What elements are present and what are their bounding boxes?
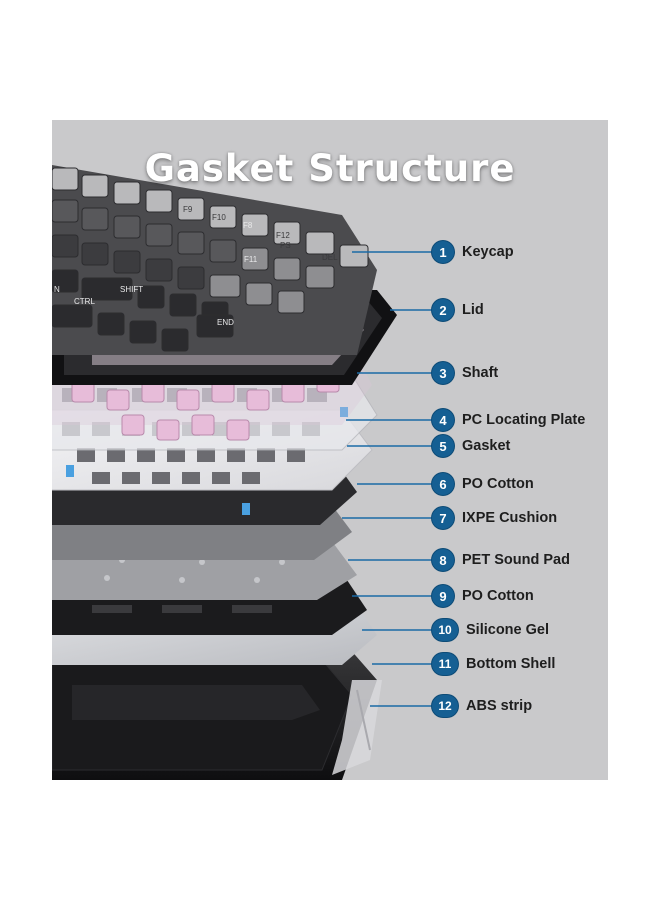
callout-number-badge: 9	[432, 585, 454, 607]
callout-number-badge: 7	[432, 507, 454, 529]
gasket-piece	[66, 465, 74, 477]
callout-label: Keycap	[462, 244, 514, 260]
callout-label: Silicone Gel	[466, 622, 549, 638]
callout-label: ABS strip	[466, 698, 533, 714]
callout-pet-sound-pad: 8 PET Sound Pad	[432, 548, 570, 572]
callout-label: Bottom Shell	[466, 656, 556, 672]
diagram-panel: F8 F9 F10 F11 F12 PS DEL SHIFT CTRL END …	[52, 120, 608, 780]
callout-gasket: 5 Gasket	[432, 434, 510, 458]
keycap-layer: F8 F9 F10 F11 F12 PS DEL SHIFT CTRL END …	[52, 165, 377, 355]
callout-number-badge: 3	[432, 362, 454, 384]
callout-silicone-gel: 10 Silicone Gel	[432, 618, 549, 642]
callout-label: PC Locating Plate	[462, 412, 586, 428]
abs-strip-edge	[356, 689, 371, 751]
keycap-legend: F8	[243, 221, 253, 230]
callout-number-badge: 12	[432, 695, 458, 717]
callout-number-badge: 6	[432, 473, 454, 495]
leader-lines	[342, 251, 432, 707]
callout-label: PET Sound Pad	[462, 552, 570, 568]
callout-number-badge: 4	[432, 409, 454, 431]
keycap-legend: N	[54, 285, 60, 294]
callout-label: IXPE Cushion	[462, 510, 558, 526]
keycap-legend: DEL	[322, 253, 338, 262]
callout-ixpe-cushion: 7 IXPE Cushion	[432, 506, 557, 530]
callout-label: Shaft	[462, 365, 499, 381]
keycap-legend: F12	[276, 231, 290, 240]
callout-keycap: 1 Keycap	[432, 240, 514, 264]
keycap-legend: END	[217, 318, 234, 327]
callout-pc-locating-plate: 4 PC Locating Plate	[432, 408, 585, 432]
keycap-legend: CTRL	[74, 297, 95, 306]
callout-label: Gasket	[462, 438, 511, 454]
abs-strip	[332, 680, 382, 775]
callout-label: PO Cotton	[462, 476, 534, 492]
keycap-legend: F11	[244, 255, 258, 264]
callout-po-cotton: 6 PO Cotton	[432, 472, 534, 496]
callout-number-badge: 1	[432, 241, 454, 263]
callout-label: PO Cotton	[462, 588, 534, 604]
callout-shaft: 3 Shaft	[432, 361, 498, 385]
page-title: Gasket Structure	[144, 147, 516, 190]
callout-po-cotton-2: 9 PO Cotton	[432, 584, 534, 608]
callout-label: Lid	[462, 302, 484, 318]
gasket-piece	[242, 503, 250, 515]
callout-number-badge: 8	[432, 549, 454, 571]
exploded-keyboard-illustration: F8 F9 F10 F11 F12 PS DEL SHIFT CTRL END …	[52, 165, 432, 780]
callout-abs-strip: 12 ABS strip	[432, 694, 532, 718]
callout-lid: 2 Lid	[432, 298, 484, 322]
bottom-shell-layer	[52, 640, 382, 780]
keycap-legend: PS	[280, 241, 291, 250]
callout-number-badge: 10	[432, 619, 458, 641]
keycap-legend: SHIFT	[120, 285, 143, 294]
gasket-piece	[340, 407, 348, 417]
callout-number-badge: 5	[432, 435, 454, 457]
callout-number-badge: 11	[432, 653, 458, 675]
callout-bottom-shell: 11 Bottom Shell	[432, 652, 555, 676]
bottom-shell-recess	[72, 685, 320, 720]
keycap-legend: F9	[183, 205, 193, 214]
keycap-legend: F10	[212, 213, 226, 222]
callout-number-badge: 2	[432, 299, 454, 321]
